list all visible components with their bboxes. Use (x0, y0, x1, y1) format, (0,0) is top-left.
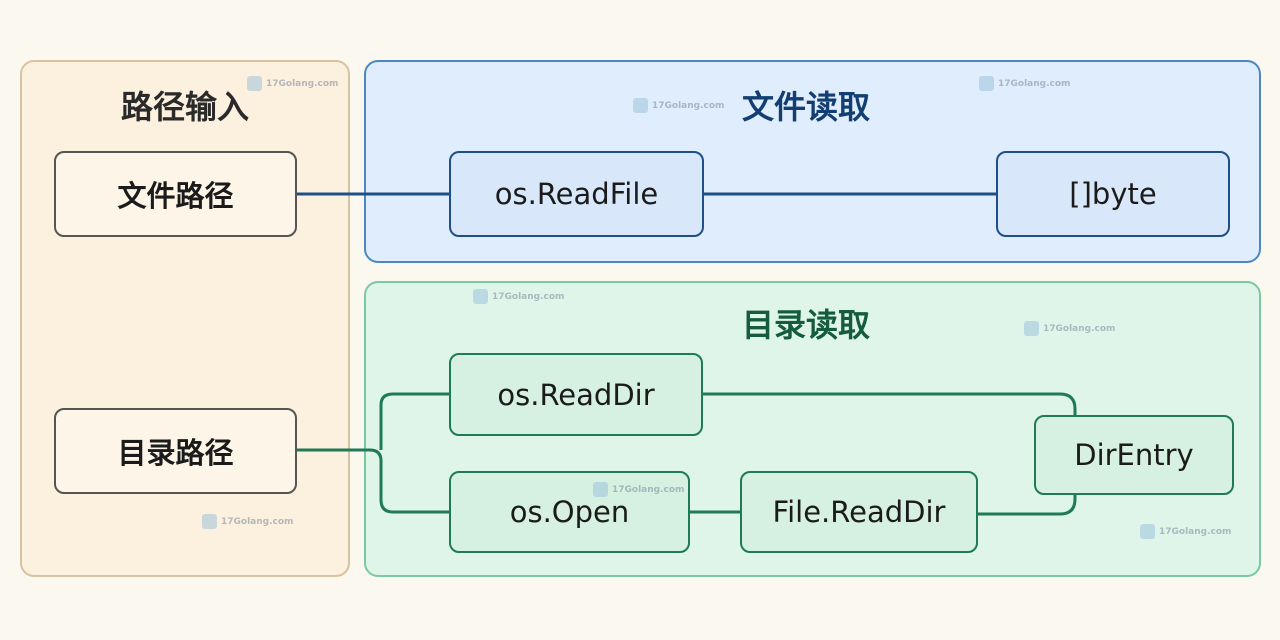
watermark: 17Golang.com (473, 289, 564, 304)
watermark-text: 17Golang.com (492, 291, 565, 302)
os-open-node: os.Open (449, 471, 690, 553)
direntry-node: DirEntry (1034, 415, 1234, 495)
watermark-logo-icon (202, 514, 217, 529)
watermark-logo-icon (633, 98, 648, 113)
watermark: 17Golang.com (202, 514, 293, 529)
file-read-title: 文件读取 (741, 88, 871, 126)
watermark-logo-icon (473, 289, 488, 304)
byte-slice-node: []byte (996, 151, 1230, 237)
dir-path-node: 目录路径 (54, 408, 297, 494)
watermark: 17Golang.com (979, 76, 1070, 91)
watermark-text: 17Golang.com (612, 484, 685, 495)
dir-read-title: 目录读取 (741, 306, 871, 344)
watermark: 17Golang.com (1024, 321, 1115, 336)
watermark: 17Golang.com (1140, 524, 1231, 539)
watermark-text: 17Golang.com (221, 516, 294, 527)
os-readfile-node: os.ReadFile (449, 151, 704, 237)
watermark-text: 17Golang.com (1043, 323, 1116, 334)
watermark: 17Golang.com (633, 98, 724, 113)
watermark-logo-icon (1024, 321, 1039, 336)
watermark: 17Golang.com (593, 482, 684, 497)
watermark-text: 17Golang.com (998, 78, 1071, 89)
watermark-logo-icon (247, 76, 262, 91)
wire-readdir-to-direntry (703, 392, 1077, 415)
watermark-text: 17Golang.com (652, 100, 725, 111)
watermark-logo-icon (1140, 524, 1155, 539)
watermark-logo-icon (593, 482, 608, 497)
watermark-text: 17Golang.com (1159, 526, 1232, 537)
wire-dirpath-to-branches (297, 392, 449, 514)
file-path-node: 文件路径 (54, 151, 297, 237)
watermark-text: 17Golang.com (266, 78, 339, 89)
path-input-title: 路径输入 (120, 88, 250, 126)
file-readdir-node: File.ReadDir (740, 471, 978, 553)
wire-file-readdir-to-direntry (978, 495, 1077, 516)
watermark: 17Golang.com (247, 76, 338, 91)
watermark-logo-icon (979, 76, 994, 91)
os-readdir-node: os.ReadDir (449, 353, 703, 436)
